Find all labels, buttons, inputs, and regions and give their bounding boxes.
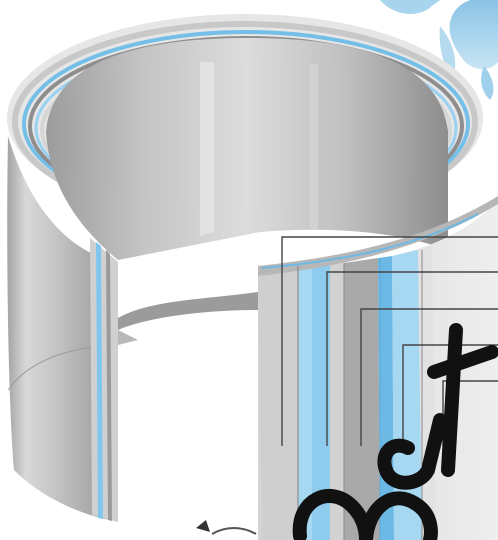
layer-outer-shell [258,266,298,540]
cylinder-interior [46,38,448,260]
